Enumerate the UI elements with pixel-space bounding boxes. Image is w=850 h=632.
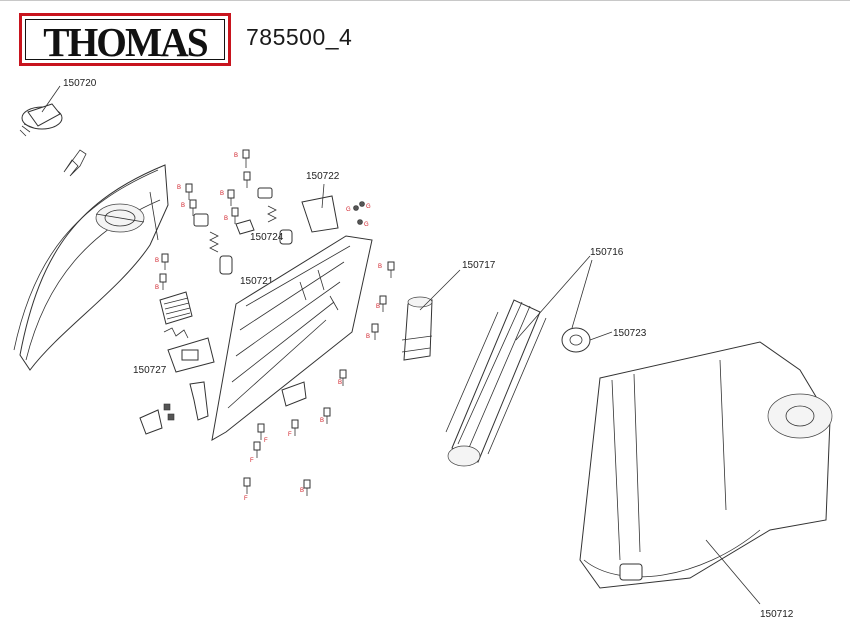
- screw-letter-f-4: F: [244, 496, 248, 502]
- logo-inner-frame: THOMAS: [25, 19, 225, 65]
- springs-drawing: [193, 187, 293, 275]
- part-label-150721: 150721: [240, 276, 274, 287]
- screw-group-left: [159, 149, 251, 290]
- part-150712-drawing: [579, 341, 833, 605]
- screw-letter-b-12: B: [320, 418, 324, 424]
- screw-letter-b-9: B: [376, 304, 380, 310]
- part-label-150724: 150724: [250, 232, 284, 243]
- screw-group-frame: [243, 261, 395, 496]
- g-letter-2: G: [366, 204, 371, 210]
- screw-letter-b-13: B: [300, 488, 304, 494]
- top-border-line: [0, 0, 850, 1]
- middle-frame-drawing: [211, 235, 373, 441]
- part-150727-drawing: [139, 291, 215, 435]
- part-150723-drawing: [561, 259, 613, 353]
- part-150720-drawing: [19, 85, 63, 137]
- logo-wordmark: THOMAS: [43, 19, 208, 65]
- screw-letter-b-5: B: [224, 216, 228, 222]
- g-fasteners-drawing: [353, 201, 365, 225]
- left-cover-shell-drawing: [13, 164, 169, 371]
- part-150722-drawing: [301, 183, 339, 233]
- screw-letter-b-1: B: [234, 153, 238, 159]
- document-code: 785500_4: [246, 24, 353, 50]
- screw-letter-f-1: F: [288, 432, 292, 438]
- screw-letter-b-7: B: [155, 285, 159, 291]
- spring-clip-drawing: [63, 149, 87, 177]
- part-label-150720: 150720: [63, 78, 97, 89]
- screw-letter-b-8: B: [378, 264, 382, 270]
- screw-letter-b-11: B: [338, 380, 342, 386]
- thomas-logo: THOMAS: [19, 13, 231, 66]
- g-letter-3: G: [364, 222, 369, 228]
- part-label-150723: 150723: [613, 328, 647, 339]
- screw-letter-b-10: B: [366, 334, 370, 340]
- brush-roller-drawing: [445, 255, 591, 467]
- screw-letter-b-4: B: [220, 191, 224, 197]
- part-label-150717: 150717: [462, 260, 496, 271]
- g-letter-1: G: [346, 207, 351, 213]
- part-label-150722: 150722: [306, 171, 340, 182]
- part-label-150712: 150712: [760, 609, 794, 620]
- part-150717-drawing: [401, 269, 461, 361]
- part-label-150727: 150727: [133, 365, 167, 376]
- screw-letter-f-2: F: [264, 438, 268, 444]
- screw-letter-f-3: F: [250, 458, 254, 464]
- screw-letter-b-6: B: [155, 258, 159, 264]
- part-label-150716: 150716: [590, 247, 624, 258]
- screw-letter-b-2: B: [177, 185, 181, 191]
- screw-letter-b-3: B: [181, 203, 185, 209]
